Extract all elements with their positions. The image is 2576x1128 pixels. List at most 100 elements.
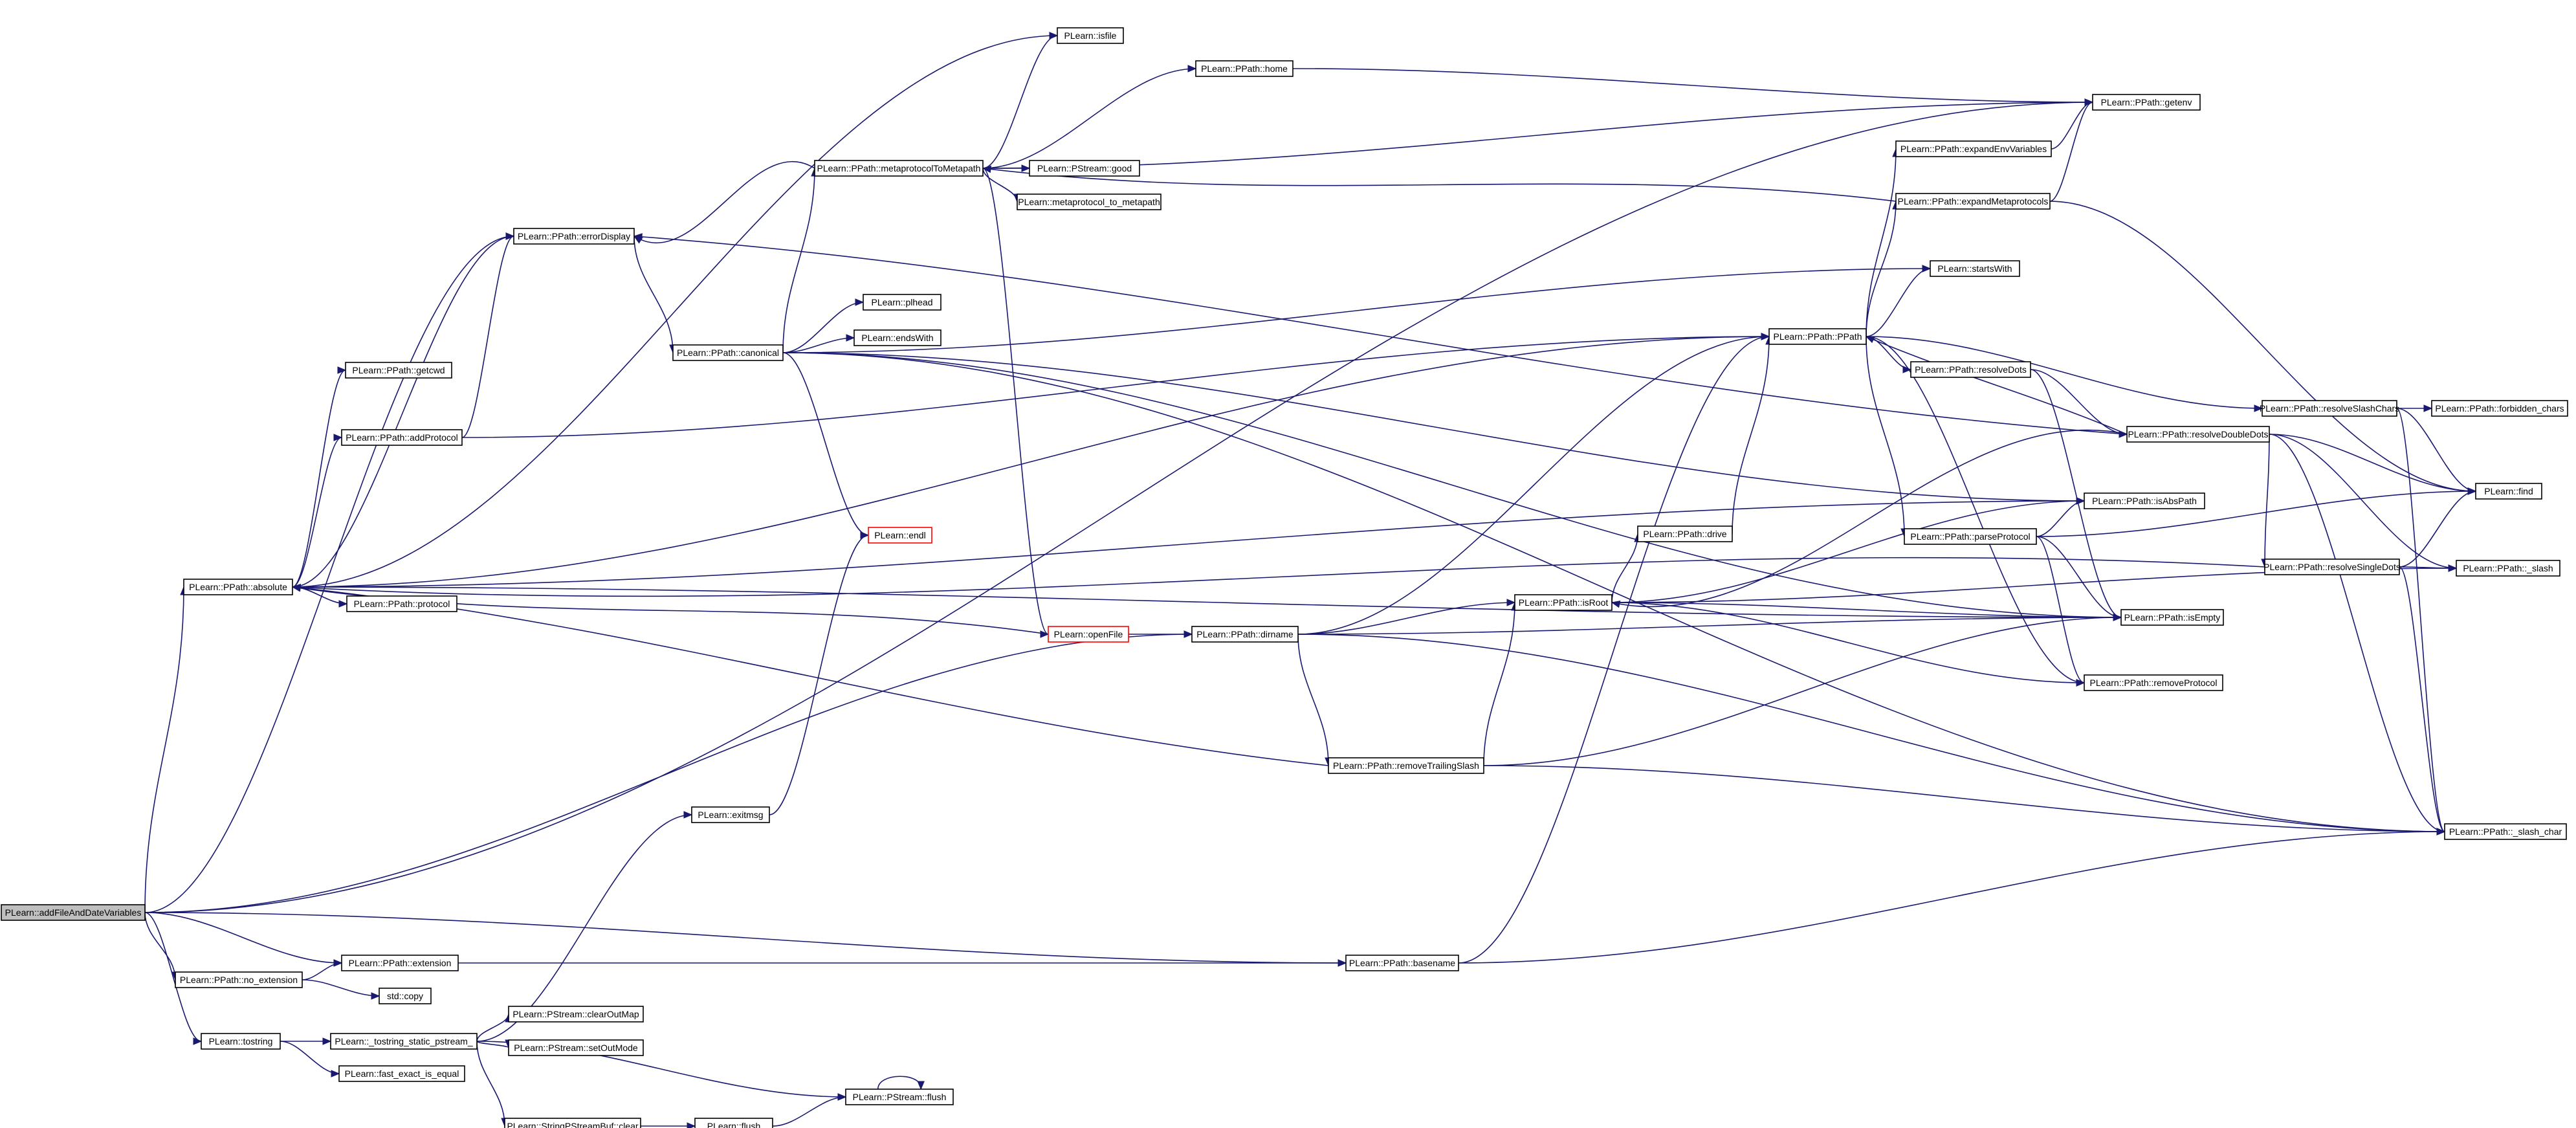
node-forbidden[interactable]: PLearn::PPath::forbidden_chars	[2431, 400, 2568, 417]
node-extension[interactable]: PLearn::PPath::extension	[341, 955, 459, 971]
node-home[interactable]: PLearn::PPath::home	[1195, 60, 1294, 77]
node-label: PLearn::find	[2484, 486, 2533, 496]
call-edge-addFileAndDateVariables-tostring	[144, 912, 203, 1045]
node-isAbsPath[interactable]: PLearn::PPath::isAbsPath	[2084, 492, 2205, 509]
node-label: PLearn::flush	[707, 1121, 761, 1128]
node-isRoot[interactable]: PLearn::PPath::isRoot	[1514, 594, 1613, 611]
edge-line	[1611, 602, 2122, 618]
edge-line	[2269, 434, 2476, 492]
node-copy[interactable]: std::copy	[379, 988, 432, 1004]
node-box	[694, 1118, 773, 1128]
node-resolveDots[interactable]: PLearn::PPath::resolveDots	[1910, 361, 2031, 378]
call-edge-isRoot-drive	[1611, 533, 1642, 603]
call-nodes: PLearn::addFileAndDateVariables PLearn::i…	[1, 27, 2568, 1128]
node-endl[interactable]: PLearn::endl	[868, 527, 932, 544]
node-fast_exact[interactable]: PLearn::fast_exact_is_equal	[338, 1065, 465, 1082]
node-box	[1895, 140, 2052, 157]
node-clearOutMap[interactable]: PLearn::PStream::clearOutMap	[508, 1006, 644, 1023]
call-edge-metaToMeta-meta_to_meta	[982, 168, 1021, 203]
edge-line	[982, 168, 1049, 635]
node-box	[1328, 757, 1484, 774]
node-addProtocol[interactable]: PLearn::PPath::addProtocol	[341, 429, 463, 446]
node-removeProtocol[interactable]: PLearn::PPath::removeProtocol	[2084, 674, 2223, 691]
edge-line	[461, 236, 514, 438]
node-slash_char[interactable]: PLearn::PPath::_slash_char	[2444, 823, 2567, 840]
node-no_extension[interactable]: PLearn::PPath::no_extension	[175, 971, 303, 988]
edge-line	[292, 370, 346, 588]
node-tostring_static[interactable]: PLearn::_tostring_static_pstream_	[330, 1033, 478, 1050]
node-resolveSlashChars[interactable]: PLearn::PPath::resolveSlashChars	[2260, 400, 2399, 417]
node-setOutMode[interactable]: PLearn::PStream::setOutMode	[508, 1039, 644, 1056]
call-edge-sbuf_clear-flush	[641, 1122, 696, 1128]
node-isfile[interactable]: PLearn::isfile	[1057, 27, 1124, 44]
node-parseProtocol[interactable]: PLearn::PPath::parseProtocol	[1904, 528, 2037, 545]
node-openFile[interactable]: PLearn::openFile	[1048, 626, 1129, 643]
node-PPath[interactable]: PLearn::PPath::PPath	[1768, 328, 1867, 345]
node-box	[2084, 492, 2205, 509]
call-edge-addFileAndDateVariables-extension	[144, 912, 343, 967]
call-edge-absolute-isEmpty	[292, 586, 2122, 621]
node-tostring[interactable]: PLearn::tostring	[201, 1033, 281, 1050]
node-flush[interactable]: PLearn::flush	[694, 1118, 773, 1128]
node-exitmsg[interactable]: PLearn::exitmsg	[691, 806, 770, 823]
node-label: PLearn::PPath::canonical	[677, 348, 779, 358]
node-box	[2431, 400, 2568, 417]
node-sbuf_clear[interactable]: PLearn::StringPStreamBuf::clear	[504, 1118, 641, 1128]
call-edge-canonical-startsWith	[782, 265, 1932, 353]
node-meta_to_meta[interactable]: PLearn::metaprotocol_to_metapath	[1017, 194, 1161, 210]
edge-line	[292, 336, 1770, 588]
node-addFileAndDateVariables[interactable]: PLearn::addFileAndDateVariables	[1, 904, 146, 921]
call-edge-metaToMeta-errorDisplay	[633, 161, 815, 244]
node-good[interactable]: PLearn::PStream::good	[1029, 160, 1140, 177]
node-slash[interactable]: PLearn::PPath::_slash	[2456, 560, 2560, 577]
node-removeTrailingSlash[interactable]: PLearn::PPath::removeTrailingSlash	[1328, 757, 1484, 774]
edge-line	[782, 352, 2085, 502]
edge-line	[292, 236, 514, 588]
node-endsWith[interactable]: PLearn::endsWith	[853, 329, 941, 346]
node-getcwd[interactable]: PLearn::PPath::getcwd	[345, 362, 452, 379]
node-metaToMeta[interactable]: PLearn::PPath::metaprotocolToMetapath	[814, 160, 984, 177]
node-box	[2444, 823, 2567, 840]
edge-arrowhead	[2084, 98, 2094, 106]
call-edge-metaToMeta-home	[982, 65, 1197, 169]
node-label: PLearn::StringPStreamBuf::clear	[507, 1121, 638, 1128]
node-box	[2092, 94, 2201, 111]
node-errorDisplay[interactable]: PLearn::PPath::errorDisplay	[513, 228, 635, 245]
edge-arrowhead	[1902, 366, 1912, 373]
call-edge-metaToMeta-getenv	[982, 98, 2094, 169]
node-label: PLearn::plhead	[872, 297, 933, 307]
edge-arrowhead	[2423, 404, 2433, 412]
node-pllhead[interactable]: PLearn::plhead	[863, 294, 941, 311]
node-resolveDoubleDots[interactable]: PLearn::PPath::resolveDoubleDots	[2126, 426, 2270, 443]
call-edge-openFile-dirname	[1128, 630, 1193, 638]
node-protocol[interactable]: PLearn::PPath::protocol	[346, 595, 457, 612]
node-expandMeta[interactable]: PLearn::PPath::expandMetaprotocols	[1895, 193, 2051, 210]
node-pstream_flush[interactable]: PLearn::PStream::flush	[845, 1089, 954, 1105]
call-edge-tostring-fast_exact	[280, 1041, 340, 1078]
node-basename[interactable]: PLearn::PPath::basename	[1345, 955, 1459, 971]
edge-arrowhead	[1338, 959, 1347, 967]
node-isEmpty[interactable]: PLearn::PPath::isEmpty	[2120, 609, 2224, 626]
edge-arrowhead	[2113, 614, 2122, 621]
node-getenv[interactable]: PLearn::PPath::getenv	[2092, 94, 2201, 111]
node-find[interactable]: PLearn::find	[2475, 483, 2542, 500]
node-absolute[interactable]: PLearn::PPath::absolute	[183, 579, 293, 595]
node-box	[1191, 626, 1299, 643]
node-box	[2475, 483, 2542, 500]
edge-line	[1866, 336, 2085, 683]
node-box	[338, 1065, 465, 1082]
node-label: PLearn::PStream::flush	[853, 1092, 947, 1102]
node-expandEnv[interactable]: PLearn::PPath::expandEnvVariables	[1895, 140, 2052, 157]
node-canonical[interactable]: PLearn::PPath::canonical	[672, 344, 784, 361]
edge-line	[144, 912, 176, 980]
node-dirname[interactable]: PLearn::PPath::dirname	[1191, 626, 1299, 643]
node-resolveSingleDots[interactable]: PLearn::PPath::resolveSingleDots	[2263, 558, 2401, 575]
node-drive[interactable]: PLearn::PPath::drive	[1637, 525, 1733, 542]
edge-arrowhead	[2467, 487, 2477, 495]
node-label: PLearn::PPath::isRoot	[1519, 597, 1609, 608]
node-label: PLearn::PPath::isAbsPath	[2092, 496, 2197, 506]
edge-line	[476, 1041, 509, 1048]
call-edge-PPath-removeProtocol	[1866, 336, 2086, 687]
edge-line	[633, 161, 815, 243]
node-startsWith[interactable]: PLearn::startsWith	[1930, 260, 2020, 277]
